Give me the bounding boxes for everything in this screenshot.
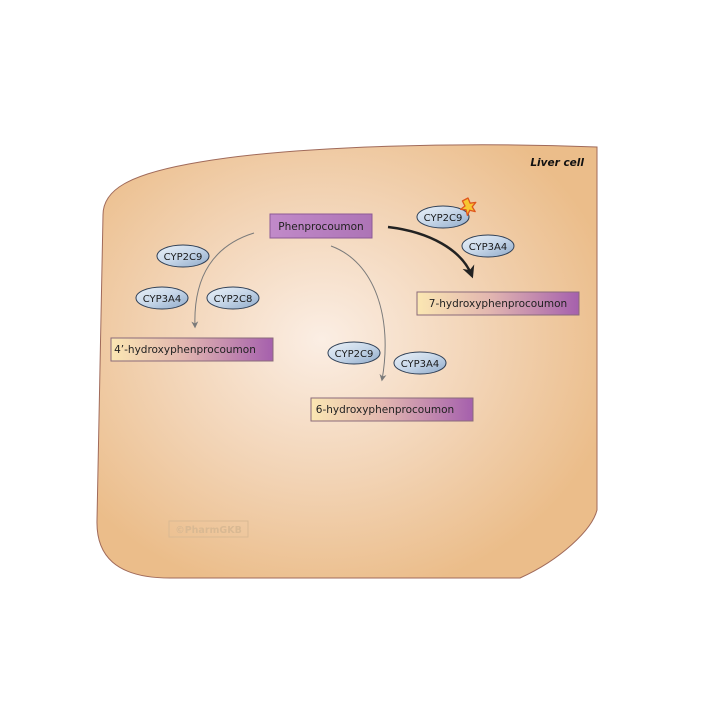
enzyme-cyp3a4-6[interactable] — [393, 351, 447, 375]
enzyme-cyp2c8-4[interactable] — [206, 286, 260, 310]
star-icon — [459, 197, 477, 217]
metabolite-7-hydroxy[interactable] — [416, 291, 580, 316]
arrow-to-7-hydroxy — [387, 225, 475, 279]
enzyme-cyp3a4-7-label: CYP3A4 — [469, 242, 508, 253]
arrow-to-6-hydroxy — [330, 245, 387, 382]
metabolite-7-hydroxy-label: 7-hydroxyphenprocoumon — [429, 298, 567, 310]
watermark-box — [168, 520, 249, 538]
metabolite-4-hydroxy[interactable] — [110, 337, 274, 362]
metabolite-6-hydroxy[interactable] — [310, 397, 474, 422]
drug-label: Phenprocoumon — [278, 221, 363, 233]
enzyme-cyp2c9-4-label: CYP2C9 — [164, 252, 203, 263]
metabolite-6-hydroxy-label: 6-hydroxyphenprocoumon — [316, 404, 454, 416]
enzyme-cyp2c9-7[interactable] — [416, 205, 470, 229]
enzyme-cyp2c9-4[interactable] — [156, 244, 210, 268]
arrow-to-4-hydroxy — [191, 232, 255, 329]
enzyme-cyp3a4-4-label: CYP3A4 — [143, 294, 182, 305]
enzyme-cyp3a4-7[interactable] — [461, 234, 515, 258]
enzyme-cyp2c9-7-label: CYP2C9 — [424, 213, 463, 224]
drug-node[interactable] — [269, 213, 373, 239]
enzyme-cyp2c9-6[interactable] — [327, 341, 381, 365]
enzyme-cyp3a4-4[interactable] — [135, 286, 189, 310]
enzyme-cyp2c9-6-label: CYP2C9 — [335, 349, 374, 360]
cell-label: Liver cell — [530, 157, 584, 169]
enzyme-cyp2c8-4-label: CYP2C8 — [214, 294, 253, 305]
enzyme-cyp3a4-6-label: CYP3A4 — [401, 359, 440, 370]
watermark: ©PharmGKB — [175, 525, 242, 536]
metabolite-4-hydroxy-label: 4’-hydroxyphenprocoumon — [114, 344, 256, 356]
